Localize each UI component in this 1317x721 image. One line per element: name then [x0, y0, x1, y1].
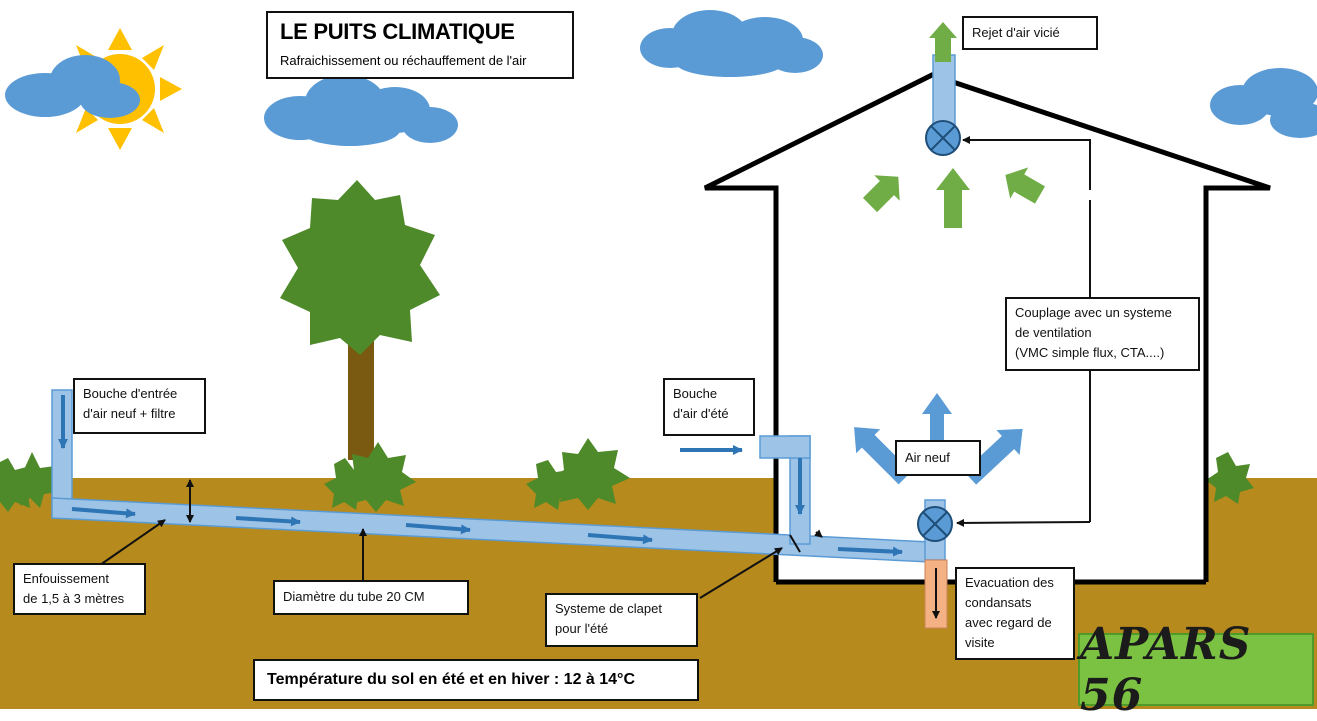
label-inlet-line-1: Bouche d'entrée	[83, 386, 178, 401]
label-inlet: Bouche d'entrée d'air neuf + filtre	[73, 378, 206, 434]
label-coupling-line-3: (VMC simple flux, CTA....)	[1015, 345, 1165, 360]
cloud-icon	[640, 10, 823, 77]
arrow-icon	[587, 533, 653, 545]
logo-text: APARS 56	[1080, 618, 1252, 721]
fan-icon	[917, 506, 953, 542]
arrow-icon	[1005, 167, 1045, 204]
cloud-icon	[5, 55, 140, 118]
label-exhaust-text: Rejet d'air vicié	[972, 25, 1060, 40]
cloud-icon	[1210, 68, 1317, 138]
arrow-icon	[405, 523, 471, 535]
label-fresh-air-text: Air neuf	[905, 450, 950, 465]
house-interior	[779, 190, 1203, 580]
label-diameter: Diamètre du tube 20 CM	[273, 580, 469, 615]
bush-icon	[1206, 452, 1254, 504]
arrow-icon	[922, 393, 952, 440]
label-valve-line-1: Systeme de clapet	[555, 601, 662, 616]
label-drain-line-3: avec regard de	[965, 615, 1052, 630]
label-burial-line-2: de 1,5 à 3 mètres	[23, 591, 125, 606]
flow-arrows	[58, 395, 903, 557]
bush-icon	[324, 442, 416, 512]
label-valve: Systeme de clapet pour l'été	[545, 593, 698, 647]
summer-inlet-cap	[759, 435, 811, 459]
tree-icon	[280, 180, 440, 460]
diagram-subtitle: Rafraichissement ou réchauffement de l'a…	[280, 53, 527, 68]
label-summer-inlet: Bouche d'air d'été	[663, 378, 755, 436]
logo: APARS 56	[1078, 619, 1314, 721]
label-drain-line-1: Evacuation des	[965, 575, 1054, 590]
label-drain-line-2: condansats	[965, 595, 1032, 610]
arrow-icon	[936, 168, 970, 228]
title-box: LE PUITS CLIMATIQUE Rafraichissement ou …	[266, 11, 574, 79]
label-summer-inlet-line-1: Bouche	[673, 386, 718, 401]
ground-temperature-box: Température du sol en été et en hiver : …	[253, 659, 699, 701]
label-fresh-air: Air neuf	[895, 440, 981, 476]
label-drain-line-4: visite	[965, 635, 995, 650]
arrow-icon	[862, 175, 900, 213]
label-inlet-line-2: d'air neuf + filtre	[83, 406, 176, 421]
label-summer-inlet-line-2: d'air d'été	[673, 406, 729, 421]
label-burial-line-1: Enfouissement	[23, 571, 109, 586]
label-coupling: Couplage avec un systeme de ventilation …	[1005, 297, 1200, 371]
label-exhaust: Rejet d'air vicié	[962, 16, 1098, 50]
label-diameter-text: Diamètre du tube 20 CM	[283, 589, 425, 604]
label-valve-line-2: pour l'été	[555, 621, 609, 636]
cloud-icon	[264, 75, 458, 146]
bush-icon	[0, 452, 58, 512]
diagram-title: LE PUITS CLIMATIQUE	[280, 19, 515, 44]
label-coupling-line-2: de ventilation	[1015, 325, 1092, 340]
ground-temperature-text: Température du sol en été et en hiver : …	[267, 671, 636, 688]
bush-icon	[526, 438, 630, 510]
exhaust-arrows	[862, 22, 1045, 228]
fan-icon	[925, 120, 961, 156]
pointer-lines	[99, 479, 823, 599]
label-drain: Evacuation des condansats avec regard de…	[955, 567, 1075, 660]
label-coupling-line-1: Couplage avec un systeme	[1015, 305, 1172, 320]
arrow-icon	[837, 546, 903, 557]
arrow-icon	[929, 22, 957, 62]
label-burial: Enfouissement de 1,5 à 3 mètres	[13, 563, 146, 615]
arrow-icon	[235, 516, 301, 527]
arrow-icon	[71, 507, 136, 519]
